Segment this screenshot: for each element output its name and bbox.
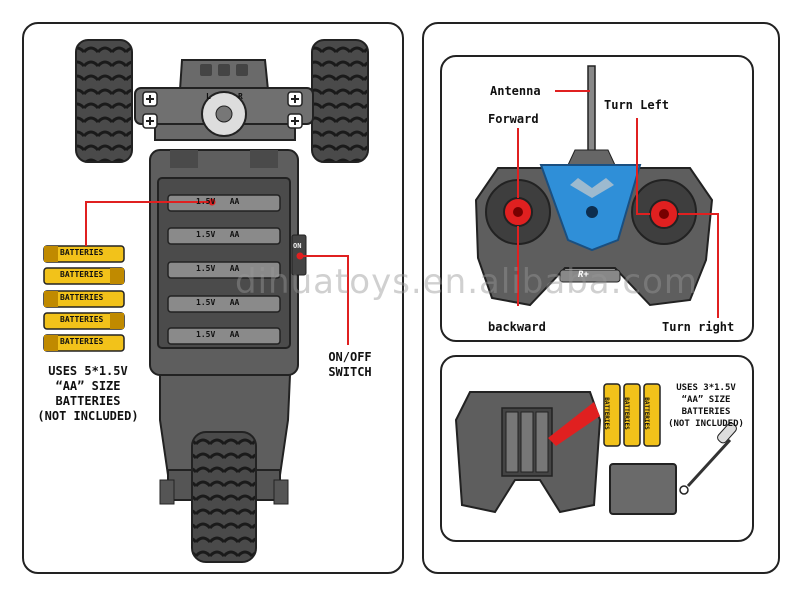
loose-batteries [43,245,125,352]
aa-battery-brand-4: BATTERIES [60,315,104,324]
right-battery-caption-line-3: BATTERIES [681,407,731,417]
rear-wheel [191,431,257,563]
remote-badge: R+ [578,270,589,280]
battery-cover [609,463,677,515]
remote-battery-brand-2: BATTERIES [622,397,630,430]
forward-label: Forward [488,112,539,126]
steer-letter-r: R [238,92,243,101]
cell-label-2: 1.5V AA [196,230,240,239]
front-right-wheel [311,39,369,163]
turn-left-label: Turn Left [604,98,670,112]
switch-callout-line [300,255,349,345]
screwdriver [686,438,732,488]
antenna-shaft [587,65,596,157]
switch-caption-line-2: SWITCH [328,365,372,379]
antenna-label: Antenna [490,84,541,98]
left-battery-caption-line-1: USES 5*1.5V [48,364,128,378]
right-battery-caption: USES 3*1.5V “AA” SIZE BATTERIES (NOT INC… [664,382,748,430]
right-battery-caption-line-2: “AA” SIZE [681,395,731,405]
right-battery-caption-line-1: USES 3*1.5V [676,383,736,393]
battery-callout-line [85,201,210,246]
steer-letter-l: L [206,92,211,101]
remote-batteries [603,383,661,447]
right-battery-caption-line-4: (NOT INCLUDED) [668,419,744,429]
left-battery-caption-line-4: (NOT INCLUDED) [37,409,139,423]
front-left-wheel [75,39,133,163]
cell-label-3: 1.5V AA [196,264,240,273]
switch-caption: ON/OFF SWITCH [318,350,382,380]
aa-battery-brand-3: BATTERIES [60,293,104,302]
cell-label-5: 1.5V AA [196,330,240,339]
cell-label-4: 1.5V AA [196,298,240,307]
cell-label-1: 1.5V AA [196,197,240,206]
aa-battery-brand-2: BATTERIES [60,270,104,279]
remote-battery-brand-3: BATTERIES [642,397,650,430]
aa-battery-brand-1: BATTERIES [60,248,104,257]
watermark: dihuatoys.en.alibaba.com [235,262,698,302]
insert-arrow [548,402,600,446]
left-battery-caption: USES 5*1.5V “AA” SIZE BATTERIES (NOT INC… [28,364,148,424]
aa-battery-brand-5: BATTERIES [60,337,104,346]
turn-right-label: Turn right [662,320,735,334]
remote-controller-drawing [474,65,714,307]
left-battery-caption-line-2: “AA” SIZE [55,379,121,393]
remote-battery-brand-1: BATTERIES [602,397,610,430]
left-battery-caption-line-3: BATTERIES [55,394,121,408]
switch-caption-line-1: ON/OFF [328,350,372,364]
switch-mark: ON [293,242,302,250]
backward-label: backward [488,320,546,334]
